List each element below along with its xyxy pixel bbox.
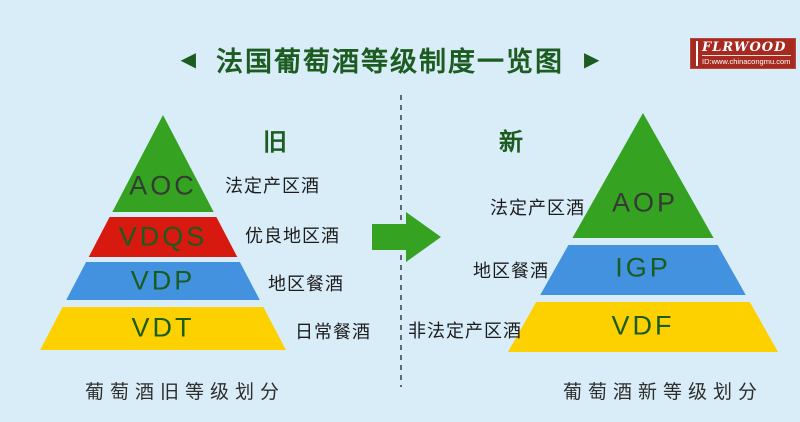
new-tier-vdf-code: VDF (611, 310, 675, 341)
old-tier-vdp-code: VDP (130, 265, 196, 296)
new-tier-igp-shape (540, 245, 746, 295)
logo-brand-text: FLRWOOD (702, 40, 787, 55)
new-tier-aop-label: 法定产区酒 (490, 198, 585, 218)
logo-text-column: FLRWOOD ID:www.chinacongmu.com (702, 41, 791, 66)
old-tier-vdt-label: 日常餐酒 (295, 322, 371, 342)
old-tier-aoc-shape (112, 115, 214, 212)
old-tier-aoc-label: 法定产区酒 (225, 176, 320, 196)
brand-watermark: FLRWOOD ID:www.chinacongmu.com (690, 38, 796, 69)
new-tier-aop-code: AOP (611, 187, 679, 218)
left-triangle-icon: ◀ (180, 48, 196, 71)
old-tier-aoc-code: AOC (129, 170, 197, 201)
new-tier-vdf-label: 非法定产区酒 (408, 321, 522, 341)
old-system-caption: 葡萄酒旧等级划分 (85, 382, 286, 403)
old-system-header: 旧 (263, 129, 287, 156)
old-tier-vdt-code: VDT (131, 312, 195, 343)
logo-id-text: ID:www.chinacongmu.com (702, 55, 791, 66)
logo-divider-bar (696, 41, 698, 66)
page-title-text: 法国葡萄酒等级制度一览图 (216, 47, 564, 77)
new-system-caption: 葡萄酒新等级划分 (563, 382, 764, 403)
new-tier-aop-shape (572, 113, 714, 238)
old-tier-vdp-label: 地区餐酒 (268, 274, 344, 294)
right-triangle-icon: ▶ (584, 48, 600, 71)
new-system-header: 新 (499, 129, 523, 156)
new-tier-igp-label: 地区餐酒 (473, 261, 549, 281)
new-tier-igp-code: IGP (615, 252, 671, 283)
old-tier-vdqs-shape (88, 217, 238, 257)
old-tier-vdt-shape (40, 307, 286, 350)
old-tier-vdqs-code: VDQS (118, 221, 208, 252)
right-arrow-icon (372, 212, 441, 262)
new-tier-vdf-shape (508, 302, 778, 352)
page-title: ◀ 法国葡萄酒等级制度一览图 ▶ (0, 40, 780, 79)
old-tier-vdqs-label: 优良地区酒 (245, 226, 340, 246)
old-tier-vdp-shape (66, 262, 260, 300)
